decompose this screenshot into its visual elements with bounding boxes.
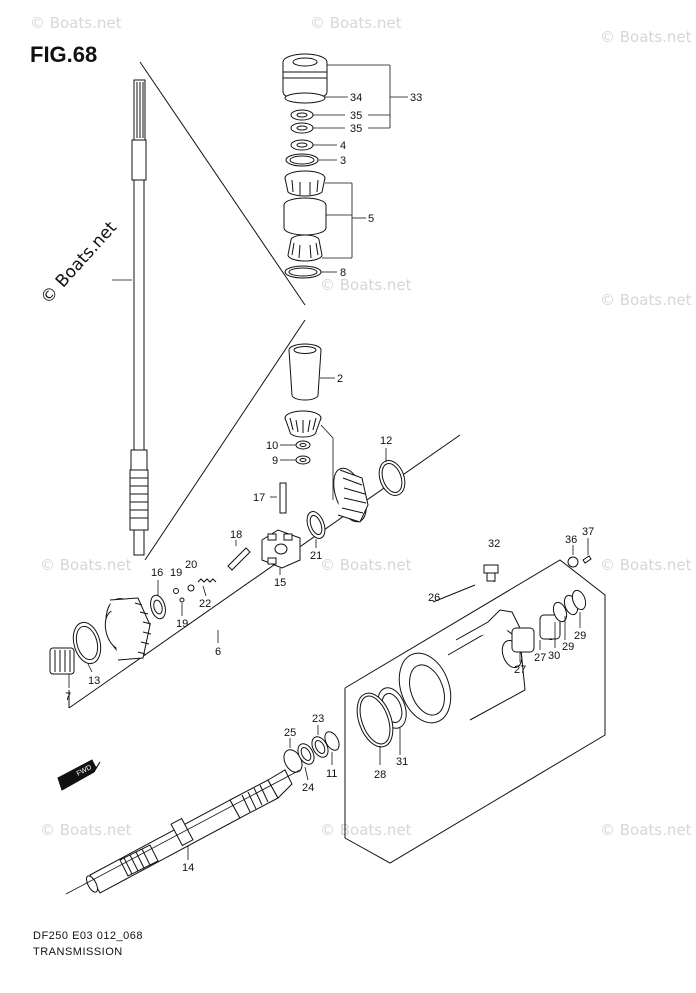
clutch-gear-cluster: [49, 460, 406, 675]
watermark: © Boats.net: [600, 556, 692, 574]
bearing-stack-top: [282, 53, 328, 279]
callout-26: 26: [428, 592, 440, 604]
callout-leaders-shaft: [65, 706, 333, 895]
propeller-shaft: [85, 731, 340, 894]
callout-33: 33: [410, 92, 422, 104]
callout-30: 30: [548, 650, 560, 662]
watermark-dark: © Boats.net: [37, 218, 121, 309]
watermark: © Boats.net: [320, 556, 412, 574]
callout-35b: 35: [350, 123, 362, 135]
callout-7: 7: [65, 691, 71, 703]
callout-16: 16: [151, 567, 163, 579]
callout-6: 6: [215, 646, 221, 658]
callout-4: 4: [340, 140, 346, 152]
callout-22: 22: [199, 598, 211, 610]
callout-23: 23: [312, 713, 324, 725]
callout-36: 36: [565, 534, 577, 546]
watermark: © Boats.net: [30, 14, 122, 32]
callout-10: 10: [266, 440, 278, 452]
sleeve-and-washers: [284, 343, 322, 465]
watermark: © Boats.net: [310, 14, 402, 32]
gear-housing-parts: [356, 555, 592, 748]
callout-34: 34: [350, 92, 362, 104]
figure-code: DF250 E03 012_068: [33, 930, 144, 942]
watermark: © Boats.net: [600, 821, 692, 839]
callout-15: 15: [274, 577, 286, 589]
callout-14: 14: [182, 862, 194, 874]
watermark: © Boats.net: [40, 556, 132, 574]
callout-13: 13: [88, 675, 100, 687]
fwd-arrow: FWD: [57, 759, 101, 791]
callout-27a: 27: [514, 664, 526, 676]
callout-35a: 35: [350, 110, 362, 122]
callout-24: 24: [302, 782, 314, 794]
callout-8: 8: [340, 267, 346, 279]
callout-20: 20: [185, 559, 197, 571]
vertical-drive-shaft: [112, 79, 149, 556]
callout-leaders-cluster: [68, 448, 387, 688]
callout-leaders-top: [313, 64, 408, 273]
watermark: © Boats.net: [40, 821, 132, 839]
callout-leaders-mid: [280, 377, 335, 500]
callout-37: 37: [582, 526, 594, 538]
callout-19a: 19: [170, 567, 182, 579]
callout-11: 11: [326, 768, 337, 780]
callout-3: 3: [340, 155, 346, 167]
watermark: © Boats.net: [320, 821, 412, 839]
callout-12: 12: [380, 435, 392, 447]
callout-19b: 19: [176, 618, 188, 630]
callout-21: 21: [310, 550, 322, 562]
callout-32: 32: [488, 538, 500, 550]
callout-18: 18: [230, 529, 242, 541]
callout-31: 31: [396, 756, 408, 768]
callout-27b: 27: [534, 652, 546, 664]
callout-17: 17: [253, 492, 265, 504]
callout-leaders-housing: [379, 538, 589, 765]
callout-25: 25: [284, 727, 296, 739]
callout-9: 9: [272, 455, 278, 467]
callout-29a: 29: [562, 641, 574, 653]
watermark: © Boats.net: [600, 28, 692, 46]
callout-2: 2: [337, 373, 343, 385]
callout-28: 28: [374, 769, 386, 781]
callout-numbers: 33 34 35 35 4 3 5 8 2 10 9 12 17 18 21 1…: [65, 92, 594, 874]
figure-title: FIG.68: [30, 42, 98, 67]
watermark: © Boats.net: [600, 291, 692, 309]
callout-29b: 29: [574, 630, 586, 642]
figure-name: TRANSMISSION: [33, 946, 123, 958]
callout-5: 5: [368, 213, 374, 225]
watermark: © Boats.net: [320, 276, 412, 294]
